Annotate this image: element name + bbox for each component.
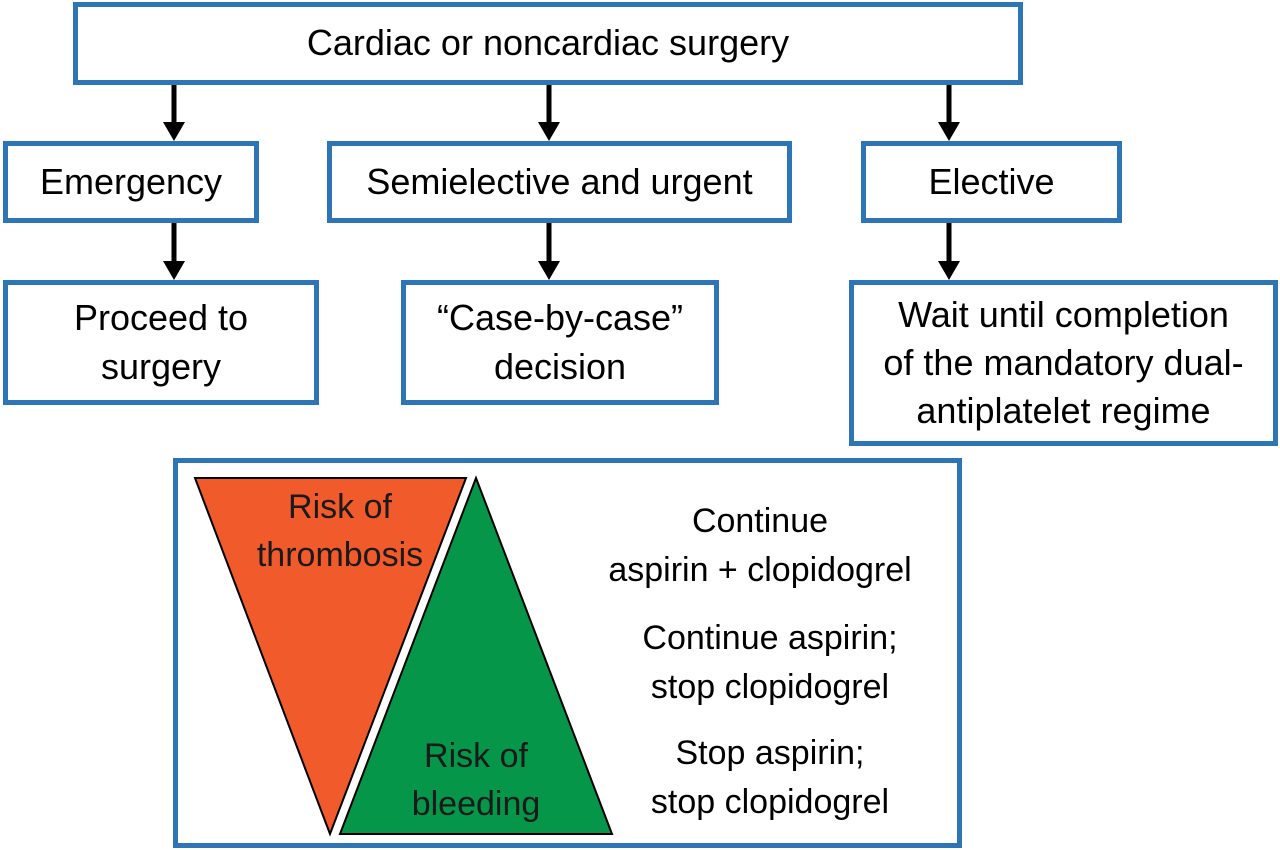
arrowhead-root-to-emergency xyxy=(163,122,185,141)
thrombosis-label-line-1: Risk of xyxy=(288,488,392,526)
category-semielective-urgent: Semielective and urgent xyxy=(327,141,792,223)
arrowhead-root-to-elective xyxy=(938,122,960,141)
option-continue-both-line-2: aspirin + clopidogrel xyxy=(608,551,912,590)
arrowhead-root-to-semielective xyxy=(538,122,560,141)
category-emergency: Emergency xyxy=(3,141,259,223)
bleeding-triangle xyxy=(338,475,614,835)
arrowhead-emergency-to-outcome xyxy=(163,261,185,280)
outcome-proceed-to-surgery: Proceed to surgery xyxy=(3,280,319,405)
arrowhead-elective-to-outcome xyxy=(938,261,960,280)
bleeding-label-line-1: Risk of xyxy=(424,737,528,775)
option-continue-aspirin-line-1: Continue aspirin; xyxy=(642,619,898,657)
category-semielective-urgent-label: Semielective and urgent xyxy=(366,160,753,202)
outcome-case-by-case: “Case-by-case” decision xyxy=(401,280,719,405)
option-stop-both: Stop aspirin; stop clopidogrel xyxy=(590,729,950,828)
category-emergency-label: Emergency xyxy=(39,160,223,202)
category-elective: Elective xyxy=(861,141,1122,223)
thrombosis-triangle xyxy=(193,477,468,837)
option-stop-both-line-2: stop clopidogrel xyxy=(650,783,890,822)
root-node: Cardiac or noncardiac surgery xyxy=(73,2,1023,85)
outcome-case-line-2: decision xyxy=(493,345,627,387)
outcome-proceed-line-2: surgery xyxy=(100,345,222,387)
outcome-wait-line-3: antiplatelet regime xyxy=(916,389,1211,431)
category-elective-label: Elective xyxy=(928,160,1055,202)
arrowhead-semielective-to-outcome xyxy=(538,261,560,280)
bleeding-label: Risk of bleeding xyxy=(386,733,566,828)
thrombosis-label: Risk of thrombosis xyxy=(220,484,460,579)
outcome-proceed-line-1: Proceed to xyxy=(73,296,249,338)
outcome-case-line-1: “Case-by-case” xyxy=(436,296,684,338)
option-continue-both-line-1: Continue xyxy=(691,502,829,540)
thrombosis-label-line-2: thrombosis xyxy=(256,535,424,574)
bleeding-label-line-2: bleeding xyxy=(411,784,541,823)
outcome-wait-line-1: Wait until completion xyxy=(898,294,1229,336)
root-node-label: Cardiac or noncardiac surgery xyxy=(306,22,790,64)
outcome-wait-line-2: of the mandatory dual- xyxy=(883,342,1244,384)
outcome-wait-completion: Wait until completion of the mandatory d… xyxy=(849,280,1278,446)
option-continue-both: Continue aspirin + clopidogrel xyxy=(570,497,950,596)
option-continue-aspirin: Continue aspirin; stop clopidogrel xyxy=(590,614,950,713)
option-continue-aspirin-line-2: stop clopidogrel xyxy=(650,668,890,707)
option-stop-both-line-1: Stop aspirin; xyxy=(675,734,865,772)
